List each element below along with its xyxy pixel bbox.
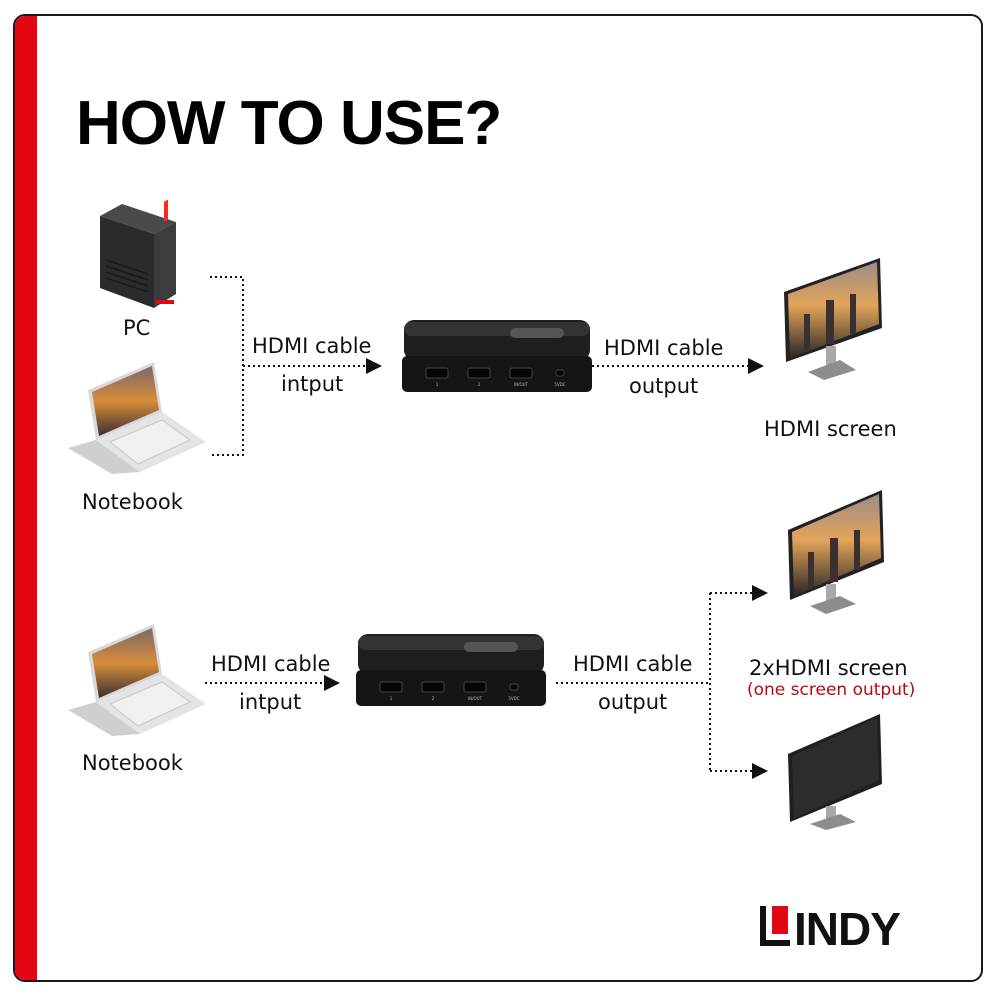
monitor-icon bbox=[784, 258, 882, 380]
port-label: 5VDC bbox=[508, 696, 519, 701]
hdmi-screen-label: HDMI screen bbox=[764, 417, 897, 441]
cable-input-sub-1: intput bbox=[281, 372, 344, 396]
notebook-icon bbox=[68, 362, 206, 474]
cable-input-label-1: HDMI cable bbox=[252, 334, 372, 358]
dual-screen-label: 2xHDMI screen bbox=[749, 656, 908, 680]
monitor-icon bbox=[788, 490, 884, 614]
lindy-logo: INDY bbox=[758, 902, 948, 955]
one-screen-note: (one screen output) bbox=[747, 680, 916, 700]
monitor-off-icon bbox=[788, 714, 882, 830]
red-accent-bar bbox=[15, 16, 37, 980]
infographic-frame bbox=[13, 14, 983, 982]
cable-input-sub-2: intput bbox=[239, 690, 302, 714]
lindy-logo-mark: INDY bbox=[760, 903, 901, 955]
hdmi-switch-icon: 1 2 IN/OUT 5VDC bbox=[356, 634, 546, 706]
cable-output-label-2: HDMI cable bbox=[573, 652, 693, 676]
port-label: 5VDC bbox=[554, 382, 565, 387]
hdmi-switch-icon: 1 2 IN/OUT 5VDC bbox=[402, 320, 592, 392]
cable-input-label-2: HDMI cable bbox=[211, 652, 331, 676]
pc-label: PC bbox=[123, 316, 151, 340]
port-label: IN/OUT bbox=[468, 696, 483, 701]
notebook-label-1: Notebook bbox=[82, 490, 183, 514]
page-title: HOW TO USE? bbox=[76, 89, 502, 158]
port-label: 2 bbox=[432, 696, 435, 701]
logo-text: INDY bbox=[794, 903, 900, 950]
port-label: 2 bbox=[478, 382, 481, 387]
port-label: IN/OUT bbox=[514, 382, 529, 387]
cable-output-sub-2: output bbox=[598, 690, 668, 714]
notebook-label-2: Notebook bbox=[82, 751, 183, 775]
pc-tower-icon bbox=[100, 200, 176, 308]
input-bracket-1 bbox=[210, 276, 244, 456]
cable-output-label-1: HDMI cable bbox=[604, 336, 724, 360]
notebook-icon bbox=[68, 624, 206, 736]
cable-output-sub-1: output bbox=[629, 374, 699, 398]
port-label: 1 bbox=[436, 382, 439, 387]
port-label: 1 bbox=[390, 696, 393, 701]
